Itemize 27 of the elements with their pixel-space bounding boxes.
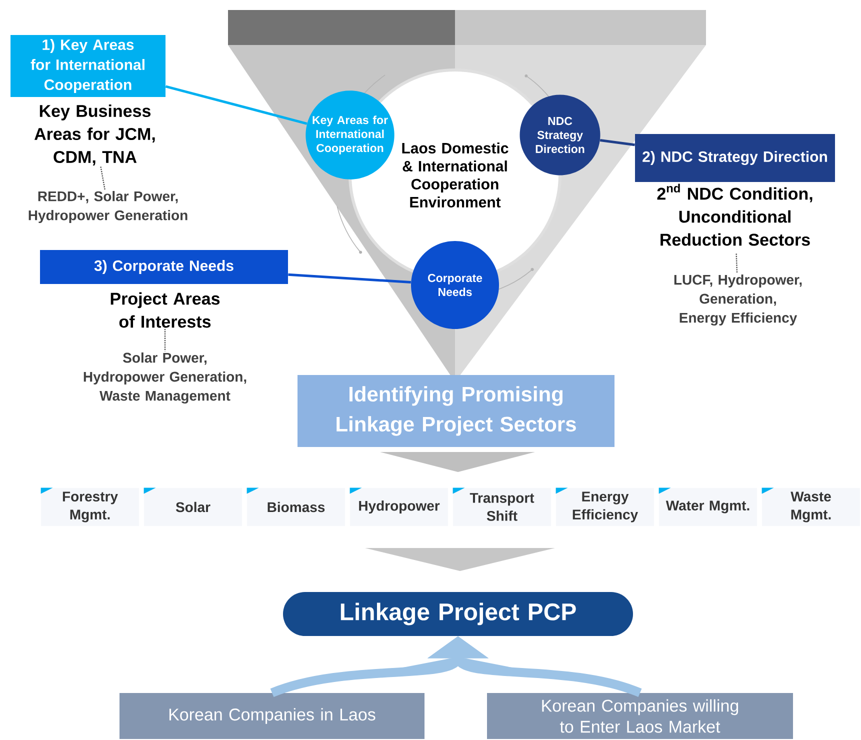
sector-box: Solar	[144, 488, 242, 526]
heading-text: Project Areas of Interests	[110, 292, 220, 328]
sector-box: Waste Mgmt.	[762, 488, 860, 526]
company-box: Korean Companies willing to Enter Laos Market	[487, 693, 793, 739]
heading-banner: 1) Key Areas for International Cooperation	[10, 35, 166, 97]
sector-box: Transport Shift	[452, 488, 551, 526]
detail-text: Solar Power, Hydropower Generation, Waste Management	[84, 352, 246, 404]
heading-banner: 2) NDC Strategy Direction	[635, 134, 835, 182]
heading-banner: 3) Corporate Needs	[40, 250, 288, 284]
connector-line	[165, 85, 308, 125]
leader-line	[100, 166, 106, 190]
sector-box: Water Mgmt.	[658, 488, 757, 526]
result-pill: Linkage Project PCP	[283, 592, 633, 636]
leader-line	[736, 254, 738, 274]
heading-text: Key Business Areas for JCM, CDM, TNA	[34, 104, 155, 166]
detail-text: REDD+, Solar Power, Hydropower Generation	[28, 190, 188, 224]
company-box: Korean Companies in Laos	[120, 693, 424, 739]
sector-box: Energy Efficiency	[556, 488, 654, 526]
sector-box: Forestry Mgmt.	[40, 488, 139, 526]
connector-line	[600, 139, 635, 146]
detail-text: LUCF, Hydropower, Generation, Energy Efficiency	[674, 274, 802, 326]
connector-line	[288, 273, 411, 284]
heading-text: $\begin{array}{c}\text{2}^{\text{nd}}\text{ NDC Condition,}\\ \text{Unconditional}\\ \text{Reduction Sectors}\end{array}$	[657, 184, 812, 246]
process-box: Identifying Promising Linkage Project Sectors	[298, 375, 614, 447]
leader-line	[164, 328, 166, 352]
sector-box: Hydropower	[350, 488, 448, 526]
sector-box: Biomass	[246, 488, 345, 526]
